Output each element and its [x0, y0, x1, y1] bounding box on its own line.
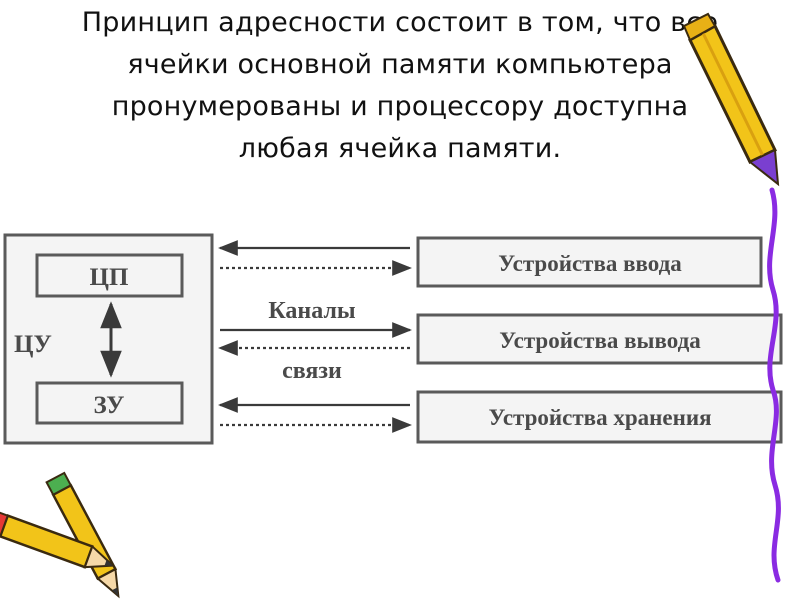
memory-box: [35, 381, 184, 425]
pencil-icon: [682, 12, 780, 187]
heading-line-2: ячейки основной памяти компьютера: [127, 49, 673, 80]
heading-line-1: Принцип адресности состоит в том, что вс…: [81, 7, 719, 38]
heading-line-3: пронумерованы и процессору доступна: [111, 91, 689, 122]
heading-line-4: любая ячейка памяти.: [238, 133, 562, 164]
storage-devices-label: Устройства хранения: [488, 405, 711, 430]
control-unit-label: ЦУ: [14, 331, 52, 358]
crossed-pencils-icon: [0, 471, 120, 599]
memory-label: ЗУ: [94, 392, 125, 419]
input-devices-box: [416, 236, 763, 288]
storage-devices-box: [416, 390, 783, 444]
cpu-box: [35, 253, 184, 298]
heading: Принцип адресности состоит в том, что вс…: [0, 2, 800, 170]
output-devices-box: [416, 313, 783, 365]
output-devices-label: Устройства вывода: [499, 328, 701, 353]
channels-label-line1: Каналы: [268, 298, 356, 324]
input-devices-label: Устройства ввода: [498, 251, 682, 276]
purple-squiggle: [767, 187, 781, 583]
channels-label-line2: связи: [282, 358, 342, 384]
cpu-label: ЦП: [90, 264, 129, 291]
